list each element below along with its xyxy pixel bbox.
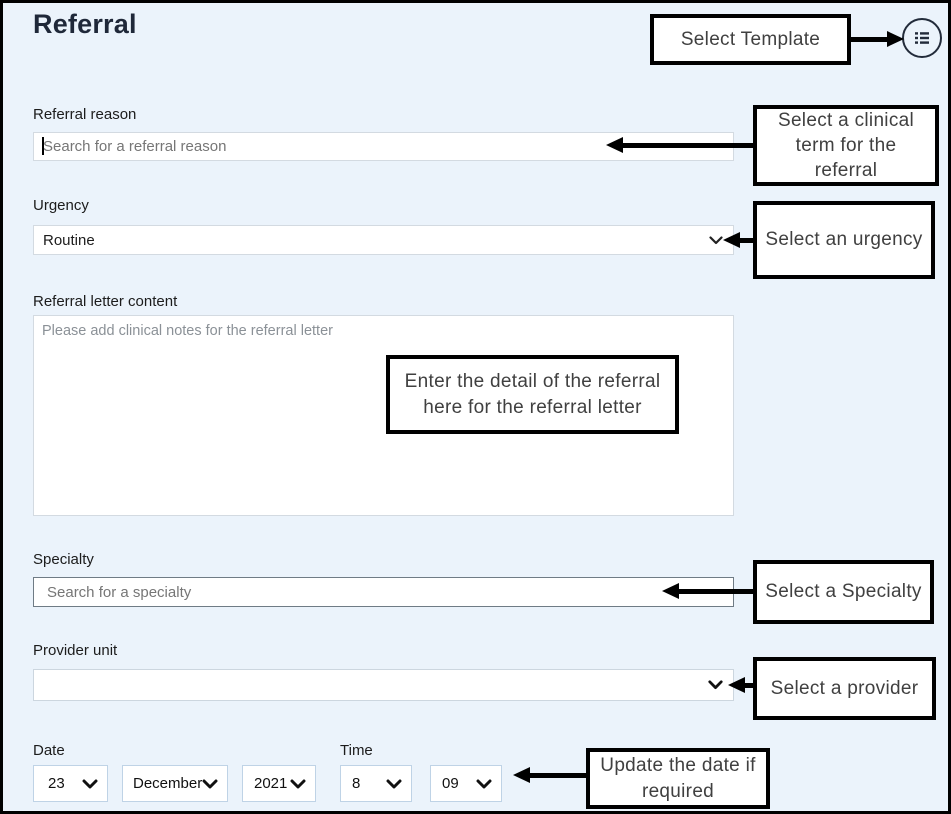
time-label: Time — [340, 742, 373, 759]
specialty-label: Specialty — [33, 551, 94, 568]
arrowhead-to-template-icon — [887, 31, 904, 47]
specialty-input[interactable] — [33, 577, 734, 607]
callout-reason: Select a clinical term for the referral — [753, 105, 939, 186]
arrow-to-urgency-select — [739, 238, 753, 243]
callout-specialty: Select a Specialty — [753, 560, 934, 624]
letter-content-label: Referral letter content — [33, 293, 178, 310]
time-hour-select[interactable]: 8 — [340, 765, 412, 802]
date-label: Date — [33, 742, 65, 759]
arrow-to-template-icon — [851, 37, 888, 42]
arrowhead-to-provider-select — [728, 677, 745, 693]
callout-provider: Select a provider — [753, 657, 936, 720]
chevron-down-icon — [386, 779, 402, 789]
arrowhead-to-reason-input — [606, 137, 623, 153]
time-hour-value: 8 — [352, 775, 361, 792]
date-day-value: 23 — [48, 775, 65, 792]
arrow-to-datetime — [529, 773, 586, 778]
arrowhead-to-urgency-select — [723, 232, 740, 248]
callout-urgency-text: Select an urgency — [765, 229, 923, 251]
chevron-down-icon — [202, 779, 218, 789]
referral-reason-label: Referral reason — [33, 106, 137, 123]
chevron-down-icon — [709, 235, 723, 245]
arrow-to-reason-input — [622, 143, 753, 148]
callout-specialty-text: Select a Specialty — [765, 581, 922, 603]
date-year-select[interactable]: 2021 — [242, 765, 316, 802]
time-minute-value: 09 — [442, 775, 459, 792]
urgency-select[interactable]: Routine — [33, 225, 734, 255]
callout-letter-content-text: Enter the detail of the referral here fo… — [404, 371, 661, 418]
arrowhead-to-specialty-input — [662, 583, 679, 599]
date-month-select[interactable]: December — [122, 765, 228, 802]
time-minute-select[interactable]: 09 — [430, 765, 502, 802]
callout-provider-text: Select a provider — [770, 677, 919, 699]
urgency-value: Routine — [43, 231, 95, 249]
arrowhead-to-datetime — [513, 767, 530, 783]
callout-select-template: Select Template — [650, 14, 851, 65]
date-month-value: December — [133, 775, 203, 792]
text-caret — [42, 137, 44, 155]
callout-datetime-text: Update the date if required — [600, 755, 756, 802]
list-icon — [911, 27, 933, 49]
arrow-to-specialty-input — [678, 589, 753, 594]
callout-urgency: Select an urgency — [753, 201, 935, 279]
chevron-down-icon — [290, 779, 306, 789]
callout-reason-text: Select a clinical term for the referral — [777, 109, 915, 182]
template-button[interactable] — [902, 18, 942, 58]
urgency-label: Urgency — [33, 197, 89, 214]
provider-unit-select[interactable] — [33, 669, 734, 701]
provider-unit-label: Provider unit — [33, 642, 118, 659]
date-year-value: 2021 — [254, 775, 288, 792]
callout-select-template-text: Select Template — [680, 28, 821, 50]
callout-letter-content: Enter the detail of the referral here fo… — [386, 355, 679, 434]
callout-datetime: Update the date if required — [586, 748, 770, 809]
page-title: Referral — [33, 9, 137, 39]
chevron-down-icon — [708, 680, 723, 690]
arrow-to-provider-select — [744, 683, 753, 688]
chevron-down-icon — [82, 779, 98, 789]
chevron-down-icon — [476, 779, 492, 789]
date-day-select[interactable]: 23 — [33, 765, 108, 802]
